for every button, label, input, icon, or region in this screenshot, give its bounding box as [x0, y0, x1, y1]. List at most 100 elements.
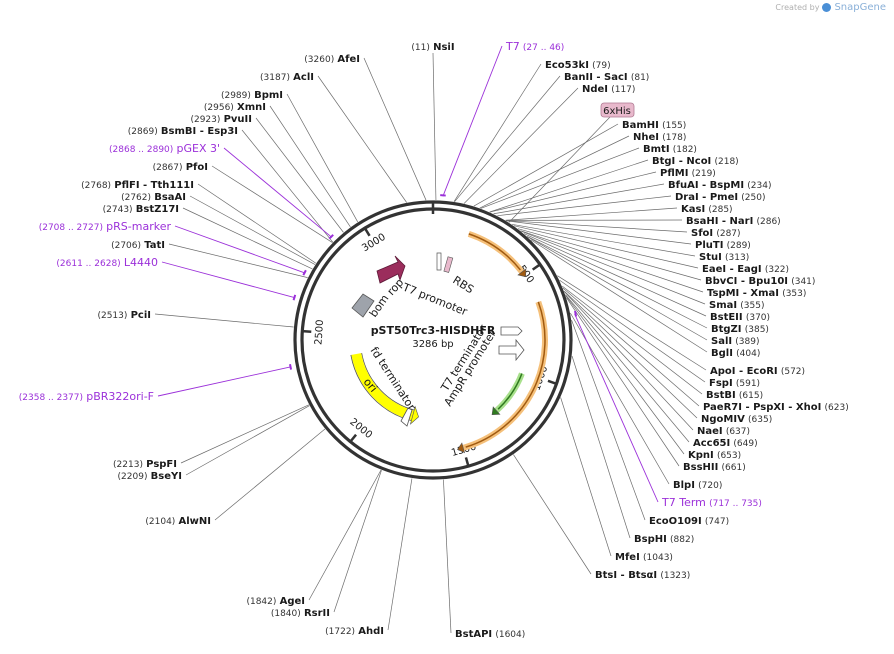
site-connector-tati	[168, 243, 308, 278]
feature-ori[interactable]	[351, 352, 415, 421]
site-text: BfuAI - BspMI (234)	[668, 180, 771, 191]
feature-rbs[interactable]	[443, 256, 454, 273]
site-name: XmnI	[237, 102, 266, 113]
site-label-sali[interactable]: SalI (389)	[711, 336, 760, 347]
site-label-bgli[interactable]: BglI (404)	[711, 348, 760, 359]
site-label-eco53ki[interactable]: Eco53kI (79)	[545, 60, 611, 71]
site-label-bstz17i[interactable]: (2743) BstZ17I	[103, 204, 179, 215]
primer-label-pbr322ori-f[interactable]: (2358 .. 2377) pBR322ori-F	[19, 390, 154, 403]
site-label-afei[interactable]: (3260) AfeI	[304, 54, 360, 65]
site-text: SalI (389)	[711, 336, 760, 347]
feature-t7-promoter[interactable]	[436, 252, 442, 271]
site-text: (3260) AfeI	[304, 54, 360, 65]
site-label-pflfi-tth111i[interactable]: (2768) PflFI - Tth111I	[81, 180, 194, 191]
site-connector-bfuai-bspmi	[493, 183, 665, 215]
site-label-bfuai-bspmi[interactable]: BfuAI - BspMI (234)	[668, 180, 771, 191]
site-label-bamhi[interactable]: BamHI (155)	[622, 120, 686, 131]
site-label-nhei[interactable]: NheI (178)	[633, 132, 686, 143]
feature-bom[interactable]	[351, 293, 375, 318]
site-name: NsiI	[433, 42, 454, 53]
site-label-bsshii[interactable]: BssHII (661)	[683, 462, 746, 473]
site-label-mfei[interactable]: MfeI (1043)	[615, 552, 673, 563]
feature-6xhis-badge[interactable]: 6xHis	[600, 102, 635, 118]
site-connector-pflmi	[489, 171, 657, 213]
site-label-acc65i[interactable]: Acc65I (649)	[693, 438, 758, 449]
site-label-xmni[interactable]: (2956) XmnI	[204, 102, 266, 113]
site-label-ecoo109i[interactable]: EcoO109I (747)	[649, 516, 729, 527]
site-label-blpi[interactable]: BlpI (720)	[673, 480, 722, 491]
snapgene-logo-icon	[822, 3, 832, 12]
site-label-tati[interactable]: (2706) TatI	[111, 240, 165, 251]
site-label-ngomiv[interactable]: NgoMIV (635)	[701, 414, 772, 425]
site-position: (370)	[746, 313, 770, 323]
site-label-bmti[interactable]: BmtI (182)	[643, 144, 697, 155]
site-text: KpnI (653)	[688, 450, 741, 461]
feature-his[interactable]	[467, 231, 525, 274]
site-name: BanII - SacI	[564, 72, 628, 83]
site-label-acli[interactable]: (3187) AclI	[260, 72, 314, 83]
site-label-bpmi[interactable]: (2989) BpmI	[221, 90, 283, 101]
site-label-kasi[interactable]: KasI (285)	[681, 204, 733, 215]
site-label-naei[interactable]: NaeI (637)	[697, 426, 750, 437]
primer-name: T7 Term	[661, 496, 706, 509]
site-name: FspI	[709, 378, 733, 389]
site-label-pluti[interactable]: PluTI (289)	[695, 240, 751, 251]
tick-mark	[363, 227, 371, 237]
site-text: Eco53kI (79)	[545, 60, 611, 71]
site-label-fspi[interactable]: FspI (591)	[709, 378, 760, 389]
site-name: BmtI	[643, 144, 670, 155]
site-label-rsrii[interactable]: (1840) RsrII	[271, 608, 330, 619]
primer-label-prs-marker[interactable]: (2708 .. 2727) pRS-marker	[39, 220, 172, 233]
site-label-eaei-eagi[interactable]: EaeI - EagI (322)	[702, 264, 789, 275]
site-label-pfoi[interactable]: (2867) PfoI	[153, 162, 208, 173]
site-label-kpni[interactable]: KpnI (653)	[688, 450, 741, 461]
site-label-pflmi[interactable]: PflMI (219)	[660, 168, 716, 179]
site-connector-kpni	[565, 295, 685, 455]
site-label-paer7i-pspxi-xhoi[interactable]: PaeR7I - PspXI - XhoI (623)	[703, 402, 849, 413]
feature-dhfr[interactable]	[494, 372, 525, 413]
site-label-alwni[interactable]: (2104) AlwNI	[145, 516, 211, 527]
site-name: BstZ17I	[136, 204, 179, 215]
site-label-bsphi[interactable]: BspHI (882)	[634, 534, 694, 545]
site-label-bstapi[interactable]: BstAPI (1604)	[455, 629, 525, 640]
site-label-agei[interactable]: (1842) AgeI	[246, 596, 305, 607]
site-name: PfoI	[186, 162, 208, 173]
site-text: (2768) PflFI - Tth111I	[81, 180, 194, 191]
feature-his-strand	[468, 233, 521, 271]
site-position: (385)	[745, 325, 769, 335]
site-label-bsahi-nari[interactable]: BsaHI - NarI (286)	[686, 216, 781, 227]
primer-label-t7-term[interactable]: T7 Term (717 .. 735)	[661, 496, 762, 509]
feature-ampr-promoter[interactable]	[498, 338, 525, 362]
site-label-bsteii[interactable]: BstEII (370)	[710, 312, 770, 323]
site-connector-alwni	[214, 428, 326, 521]
feature-fd-terminator[interactable]	[400, 407, 413, 427]
site-label-banii-saci[interactable]: BanII - SacI (81)	[564, 72, 649, 83]
primer-label-t7[interactable]: T7 (27 .. 46)	[505, 40, 564, 53]
site-label-bstbi[interactable]: BstBI (615)	[706, 390, 763, 401]
site-label-pspfi[interactable]: (2213) PspFI	[113, 459, 177, 470]
site-label-bsaai[interactable]: (2762) BsaAI	[121, 192, 186, 203]
site-label-ndei[interactable]: NdeI (117)	[582, 84, 635, 95]
site-label-stui[interactable]: StuI (313)	[699, 252, 749, 263]
site-label-sfoi[interactable]: SfoI (287)	[691, 228, 741, 239]
site-label-bsmbi-esp3i[interactable]: (2869) BsmBI - Esp3I	[128, 126, 238, 137]
site-label-btsi-bts-i[interactable]: BtsI - BtsαI (1323)	[595, 570, 690, 581]
site-label-btgzi[interactable]: BtgZI (385)	[711, 324, 769, 335]
site-label-apoi-ecori[interactable]: ApoI - EcoRI (572)	[710, 366, 805, 377]
primer-label-pgex-3[interactable]: (2868 .. 2890) pGEX 3'	[109, 142, 220, 155]
feature-rop[interactable]	[376, 255, 406, 284]
site-label-ahdi[interactable]: (1722) AhdI	[325, 626, 384, 637]
primer-text: T7 Term (717 .. 735)	[661, 496, 762, 509]
feature-t7-terminator[interactable]	[500, 326, 523, 336]
site-label-smai[interactable]: SmaI (355)	[709, 300, 764, 311]
site-label-pvuii[interactable]: (2923) PvuII	[190, 114, 252, 125]
site-label-bseyi[interactable]: (2209) BseYI	[118, 471, 182, 482]
site-label-nsii[interactable]: (11) NsiI	[411, 42, 454, 53]
site-position: (720)	[698, 481, 722, 491]
site-label-btgi-ncoi[interactable]: BtgI - NcoI (218)	[652, 156, 739, 167]
site-label-pcii[interactable]: (2513) PciI	[97, 310, 151, 321]
site-label-drai-pmei[interactable]: DraI - PmeI (250)	[675, 192, 765, 203]
site-label-tspmi-xmai[interactable]: TspMI - XmaI (353)	[707, 288, 806, 299]
site-label-bbvci-bpu10i[interactable]: BbvCI - Bpu10I (341)	[705, 276, 815, 287]
primer-label-l4440[interactable]: (2611 .. 2628) L4440	[56, 256, 158, 269]
